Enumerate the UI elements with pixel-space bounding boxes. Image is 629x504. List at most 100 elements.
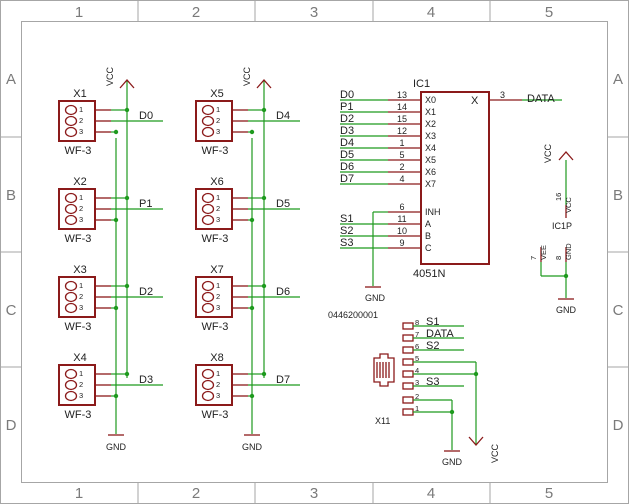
- x11-pin-4: 4: [402, 366, 419, 378]
- ic1-pin-number: 5: [399, 150, 404, 160]
- ic1p-ref: IC1P: [552, 221, 572, 231]
- ic1-pin-name: X1: [425, 107, 436, 117]
- connector-pin-number: 1: [216, 193, 220, 202]
- ic1-input-net: D7: [340, 173, 354, 185]
- connector-value: WF-3: [65, 409, 92, 421]
- connector-pin: [64, 379, 78, 391]
- x11-pin-5: 5: [402, 354, 419, 366]
- ic1-pin-number: 2: [399, 162, 404, 172]
- ic1-pin-name: X5: [425, 155, 436, 165]
- x11-net-label: S2: [426, 340, 439, 352]
- ic1-pin-name: B: [425, 231, 431, 241]
- connector-pin: [201, 214, 215, 226]
- x11-pin-number: 4: [415, 366, 419, 375]
- connector-ref: X5: [210, 88, 223, 100]
- frame-col-4-bottom: 4: [427, 485, 435, 502]
- frame-col-2-bottom: 2: [192, 485, 200, 502]
- ic1p-vcc-pin-number: 16: [554, 193, 563, 201]
- connector-pin: [64, 280, 78, 292]
- connector-pin: [201, 104, 215, 116]
- connector-pin: [64, 104, 78, 116]
- connector-ref: X3: [73, 264, 86, 276]
- frame-col-1-top: 1: [75, 4, 83, 21]
- vcc-label-col1: VCC: [105, 66, 115, 86]
- connector-pin: [201, 115, 215, 127]
- ic1-pin-number: 11: [397, 214, 406, 224]
- gnd-label-col1: GND: [106, 442, 127, 452]
- x11-pin-1: 1: [402, 404, 419, 416]
- connector-pin: [201, 390, 215, 402]
- ic1-output-pin-name: X: [471, 95, 479, 107]
- ic1-input-net: D3: [340, 125, 354, 137]
- ic1-pin-number: 4: [399, 174, 404, 184]
- connector-ref: X2: [73, 176, 86, 188]
- connector-pin-number: 3: [216, 215, 220, 224]
- connector-value: WF-3: [202, 321, 229, 333]
- connector-pin: [64, 115, 78, 127]
- connector-value: WF-3: [65, 145, 92, 157]
- frame-col-5-top: 5: [545, 4, 553, 21]
- ic1-pin-number: 1: [399, 138, 404, 148]
- frame-col-4-top: 4: [427, 4, 435, 21]
- connector-pin: [64, 291, 78, 303]
- ic1-input-net: D0: [340, 89, 354, 101]
- x11-pin-2: 2: [402, 392, 419, 404]
- frame-row-b-left: B: [6, 187, 16, 204]
- frame-row-d-right: D: [613, 417, 624, 434]
- vcc-symbol-col2: VCC: [242, 66, 272, 89]
- connector-value: WF-3: [65, 321, 92, 333]
- ic1-pin-name: X2: [425, 119, 436, 129]
- connector-pin: [201, 291, 215, 303]
- connector-pin-number: 2: [216, 380, 220, 389]
- frame-col-5-bottom: 5: [545, 485, 553, 502]
- connector-net-label: D3: [139, 374, 153, 386]
- power-rails: VCC VCC GND GND: [105, 66, 272, 452]
- ic1p-power: VCC 16 VCC IC1P 7 VEE 8 GND GND: [529, 143, 577, 315]
- connector-net-label: D2: [139, 286, 153, 298]
- ic1-input-net: D6: [340, 161, 354, 173]
- gnd-label-x11: GND: [442, 457, 463, 467]
- gnd-label-col2: GND: [242, 442, 263, 452]
- frame-col-3-top: 3: [310, 4, 318, 21]
- gnd-symbol-x11: GND: [442, 450, 463, 467]
- ic1p-vcc-pin-name: VCC: [564, 197, 573, 213]
- ic1-input-net: D2: [340, 113, 354, 125]
- connector-value: WF-3: [202, 409, 229, 421]
- x11-pin-number: 1: [415, 404, 419, 413]
- x11-pin-number: 3: [415, 378, 419, 387]
- connector-pin: [64, 203, 78, 215]
- ic1-input-net: D5: [340, 149, 354, 161]
- ic1-control-net: S2: [340, 225, 353, 237]
- connector-pin-number: 2: [79, 204, 83, 213]
- ic1-ref: IC1: [413, 78, 430, 90]
- connector-group: X1WF-3123D0X2WF-3123P1X3WF-3123D2X4WF-31…: [58, 88, 300, 421]
- ic1-input-net: D4: [340, 137, 354, 149]
- connector-net-label: P1: [139, 198, 152, 210]
- x11-net-label: S1: [426, 316, 439, 328]
- ic1-pin-number: 9: [399, 238, 404, 248]
- connector-net-label: D0: [139, 110, 153, 122]
- connector-ref: X6: [210, 176, 223, 188]
- ic1p-vee-pin-number: 7: [529, 256, 538, 260]
- connector-pin-number: 1: [79, 369, 83, 378]
- ic1-pin-number: 14: [397, 102, 407, 112]
- connector-pin-number: 2: [79, 380, 83, 389]
- connector-ref: X4: [73, 352, 86, 364]
- connector-pin-number: 1: [79, 105, 83, 114]
- connector-pin: [201, 280, 215, 292]
- connector-pin-number: 2: [79, 292, 83, 301]
- connector-pin-number: 1: [79, 193, 83, 202]
- connector-value: WF-3: [202, 233, 229, 245]
